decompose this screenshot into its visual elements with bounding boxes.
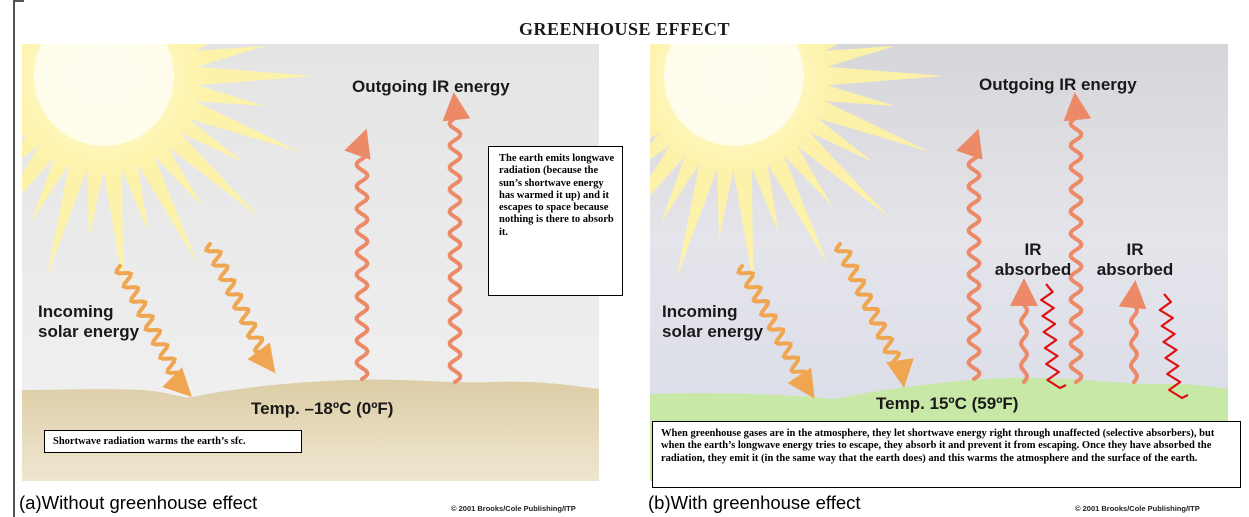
panel-with-greenhouse: Outgoing IR energy Incoming solar energy… [650,44,1228,481]
ir-absorbed-label-right-line1: IR [1126,240,1144,259]
incoming-solar-arrow [736,264,815,399]
absorbed-ir-arrow [1010,278,1038,384]
outgoing-ir-arrow [442,92,471,384]
incoming-solar-arrow [203,242,276,374]
sun [22,44,314,286]
outgoing-ir-label: Outgoing IR energy [352,77,510,96]
outgoing-ir-arrow [1063,92,1092,384]
panel-a-credit: © 2001 Brooks/Cole Publishing/ITP [451,504,576,513]
incoming-solar-label-line1: Incoming [662,302,738,321]
left-edge-tick [14,0,24,2]
ir-absorbed-label-left-line1: IR [1024,240,1042,259]
ir-absorbed-label-right-line2: absorbed [1096,260,1174,279]
panel-b-credit: © 2001 Brooks/Cole Publishing/ITP [1075,504,1200,513]
greenhouse-explanation-note: When greenhouse gases are in the atmosph… [652,421,1241,488]
incoming-solar-label-line2: solar energy [38,322,140,341]
ground [22,379,599,481]
temperature-label: Temp. 15ºC (59ºF) [876,394,1019,413]
left-edge-line [13,0,15,517]
panel-a-scene [22,44,599,481]
sun [650,44,944,286]
outgoing-ir-arrow [344,128,371,381]
absorbed-ir-arrow [1118,280,1147,384]
longwave-explanation-note: The earth emits longwave radiation (beca… [488,146,623,296]
page-title: GREENHOUSE EFFECT [518,19,731,39]
shortwave-note: Shortwave radiation warms the earth’s sf… [44,430,302,453]
incoming-solar-label-line2: solar energy [662,322,764,341]
outgoing-ir-arrow [956,128,983,381]
panel-b-caption: (b)With greenhouse effect [648,492,861,513]
incoming-solar-arrow [833,242,914,388]
incoming-solar-arrow [114,264,192,397]
outgoing-ir-label: Outgoing IR energy [979,75,1137,94]
panel-a-caption: (a)Without greenhouse effect [19,492,258,513]
absorbed-squiggle [1158,293,1189,400]
ir-absorbed-label-left-line2: absorbed [994,260,1072,279]
incoming-solar-label-line1: Incoming [38,302,114,321]
temperature-label: Temp. –18ºC (0ºF) [251,399,394,418]
absorbed-squiggle [1040,283,1067,390]
